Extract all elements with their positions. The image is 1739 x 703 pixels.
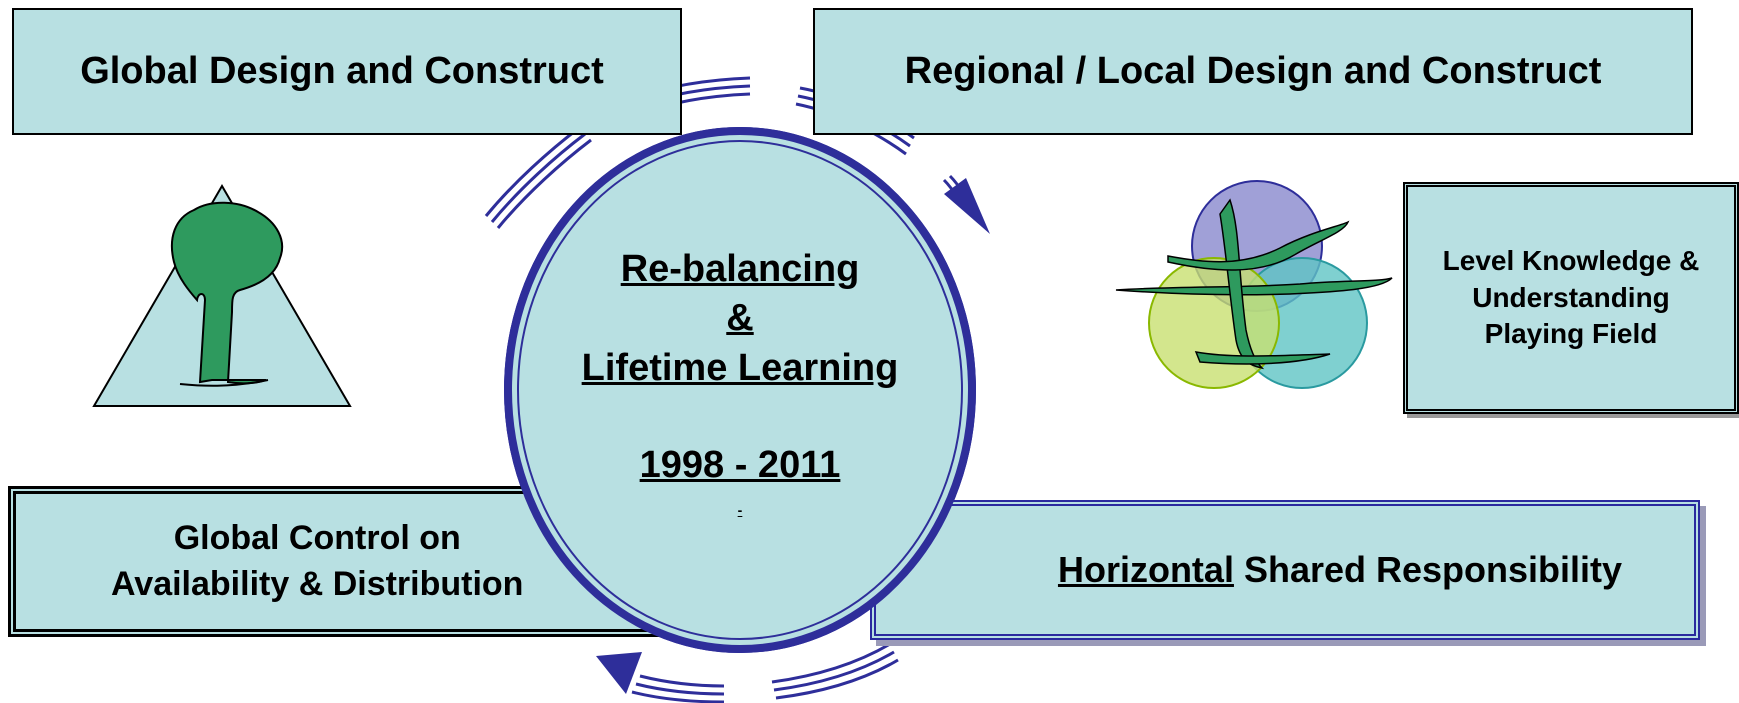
horizontal-underlined-label: Horizontal	[1057, 549, 1234, 590]
center-text: Re-balancing & Lifetime Learning 1998 - …	[520, 245, 960, 517]
regional-design-box: Regional / Local Design and Construct	[813, 8, 1693, 135]
tree-in-triangle-icon	[92, 184, 352, 407]
center-line-1: Re-balancing	[620, 248, 860, 290]
arrowhead-bottom-left	[596, 652, 642, 694]
global-design-label: Global Design and Construct	[80, 50, 604, 92]
center-dash: -	[737, 501, 743, 518]
center-years: 1998 - 2011	[639, 444, 841, 487]
center-line-3: Lifetime Learning	[581, 346, 899, 389]
control-line-2: Availability & Distribution	[111, 564, 524, 603]
level-knowledge-box: Level Knowledge & Understanding Playing …	[1403, 182, 1739, 414]
level-line-1: Level Knowledge &	[1442, 244, 1700, 276]
control-line-1: Global Control on	[173, 518, 461, 557]
center-line-2: &	[726, 297, 754, 340]
horizontal-responsibility-box: Horizontal Shared Responsibility	[870, 500, 1700, 640]
overlapping-circles-icon	[1115, 180, 1393, 389]
level-line-2: Understanding	[1472, 281, 1670, 313]
regional-design-label: Regional / Local Design and Construct	[904, 50, 1602, 92]
global-design-box: Global Design and Construct	[12, 8, 682, 135]
horizontal-rest-label: Shared Responsibility	[1233, 549, 1623, 590]
level-line-3: Playing Field	[1484, 318, 1658, 350]
